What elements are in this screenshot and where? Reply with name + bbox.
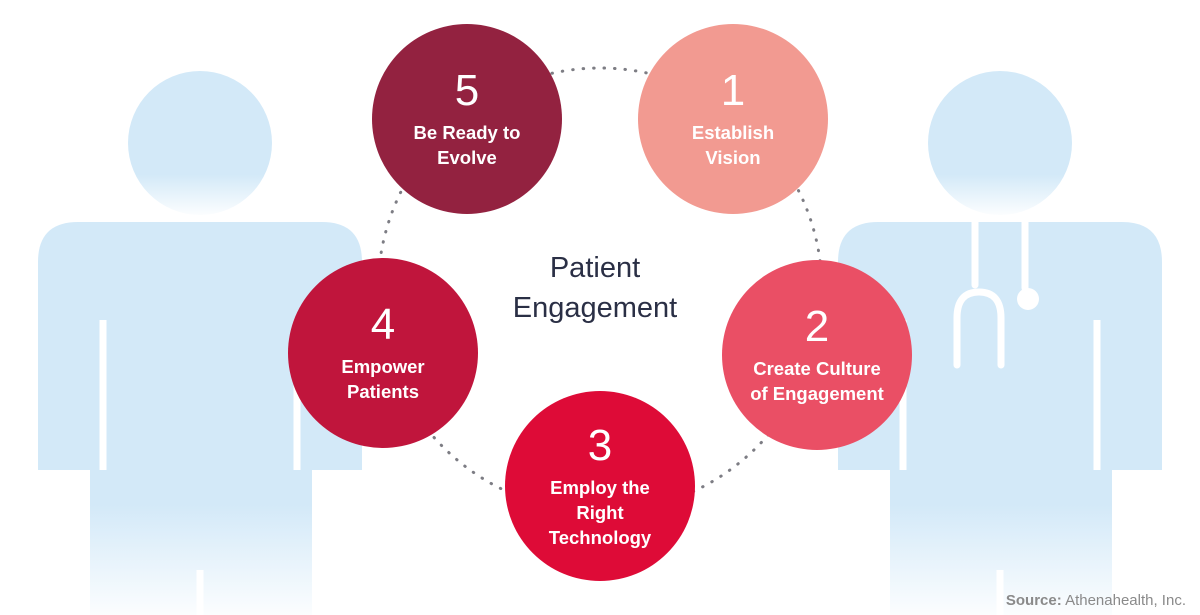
step-4-circle: 4 Empower Patients — [288, 258, 478, 448]
patient-figure-icon — [38, 71, 362, 615]
doctor-figure-icon — [838, 71, 1162, 615]
source-credit: Source: Athenahealth, Inc. — [1006, 592, 1186, 609]
step-5-number: 5 — [454, 66, 480, 115]
center-title: Patient Engagement — [512, 252, 678, 324]
step-2-circle: 2 Create Culture of Engagement — [722, 260, 912, 450]
step-5-label: Be Ready to Evolve — [413, 122, 521, 168]
source-text: Athenahealth, Inc. — [1065, 592, 1186, 609]
step-5-circle: 5 Be Ready to Evolve — [372, 24, 562, 214]
step-4-number: 4 — [370, 300, 396, 349]
step-3-circle: 3 Employ the Right Technology — [505, 391, 695, 581]
step-4-label: Empower Patients — [341, 356, 425, 402]
step-2-label: Create Culture of Engagement — [750, 358, 884, 404]
step-1-label: Establish Vision — [691, 122, 775, 168]
stethoscope-bell-icon — [1017, 288, 1039, 310]
step-1-circle: 1 Establish Vision — [638, 24, 828, 214]
source-label: Source: — [1005, 592, 1062, 609]
step-1-number: 1 — [720, 66, 746, 115]
step-3-label: Employ the Right Technology — [548, 476, 652, 548]
step-2-number: 2 — [804, 302, 830, 351]
step-3-number: 3 — [587, 420, 613, 470]
stethoscope-icon — [953, 218, 1029, 369]
